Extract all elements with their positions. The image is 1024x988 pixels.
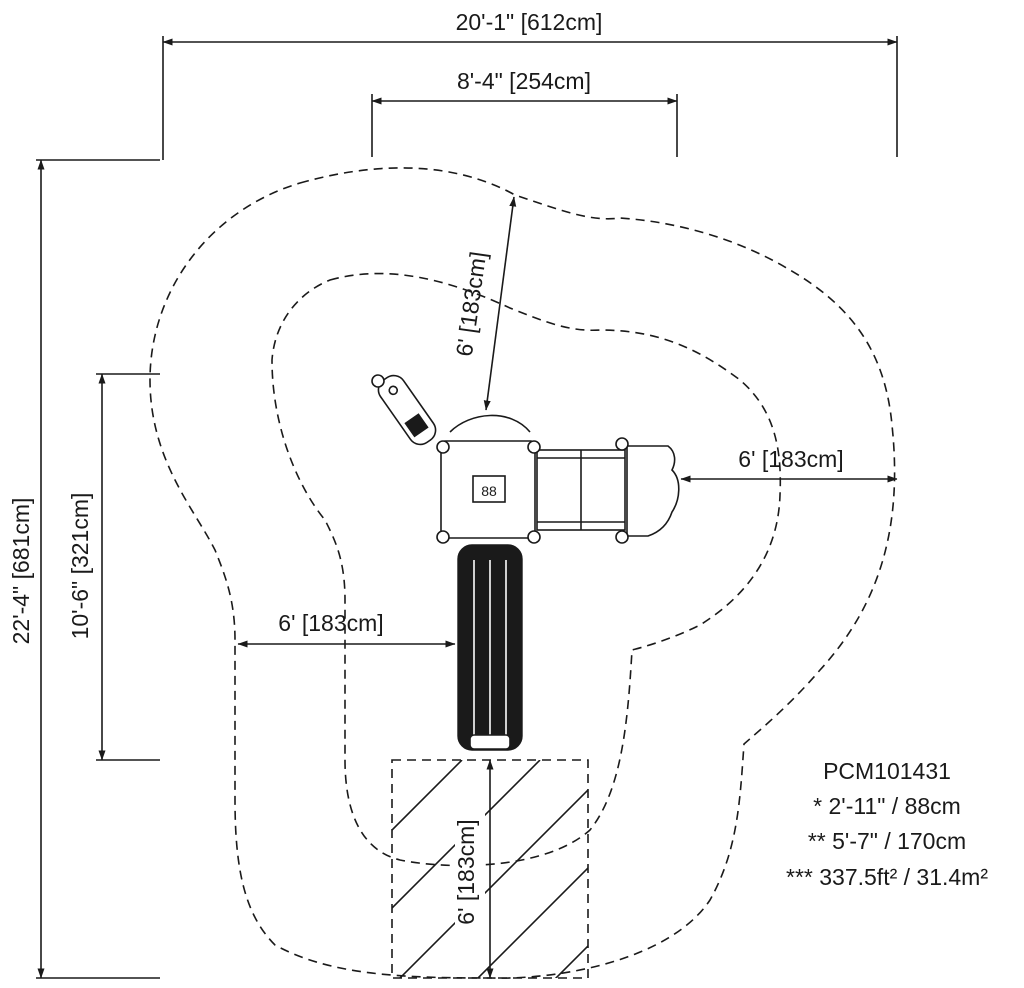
post	[615, 530, 629, 544]
post	[527, 440, 541, 454]
end-platform	[626, 445, 680, 537]
play-panel	[377, 374, 437, 446]
model-number: PCM101431	[823, 758, 951, 784]
overall-depth-dimension: 22'-4" [681cm]	[4, 159, 160, 979]
post	[615, 437, 629, 451]
inner-width-label: 8'-4" [254cm]	[457, 68, 591, 94]
deck-label: 88	[481, 483, 497, 499]
inner-depth-label: 10'-6" [321cm]	[67, 493, 93, 640]
panel-knob	[371, 374, 385, 388]
play-structure: 88	[371, 374, 680, 751]
outer-use-zone	[149, 167, 896, 979]
inner-width-dimension: 8'-4" [254cm]	[371, 68, 678, 157]
clearance-top-dimension: 6' [183cm]	[451, 196, 517, 411]
overall-width-dimension: 20'-1" [612cm]	[162, 4, 898, 160]
clearance-top-label: 6' [183cm]	[451, 250, 491, 358]
clearance-bottom-label: 6' [183cm]	[453, 819, 479, 924]
clearance-right-label: 6' [183cm]	[738, 446, 843, 472]
clearance-left-label: 6' [183cm]	[278, 610, 383, 636]
post	[527, 530, 541, 544]
area: *** 337.5ft² / 31.4m²	[786, 864, 988, 890]
clearance-bottom-dimension: 6' [183cm]	[453, 759, 494, 979]
inner-depth-dimension: 10'-6" [321cm]	[67, 373, 160, 761]
clearance-right-dimension: 6' [183cm]	[680, 446, 898, 483]
height-1: * 2'-11" / 88cm	[813, 793, 961, 819]
overall-width-label: 20'-1" [612cm]	[456, 9, 603, 35]
info-block: PCM101431 * 2'-11" / 88cm ** 5'-7" / 170…	[786, 758, 988, 890]
post	[436, 440, 450, 454]
slide-exit	[469, 734, 511, 750]
deck-canopy	[449, 414, 531, 433]
clearance-left-dimension: 6' [183cm]	[237, 610, 456, 648]
overall-depth-label: 22'-4" [681cm]	[8, 498, 34, 645]
post	[436, 530, 450, 544]
inner-use-zone	[271, 272, 782, 867]
height-2: ** 5'-7" / 170cm	[808, 828, 966, 854]
deck-sign	[472, 475, 506, 503]
slide-exit-zone	[391, 759, 589, 979]
